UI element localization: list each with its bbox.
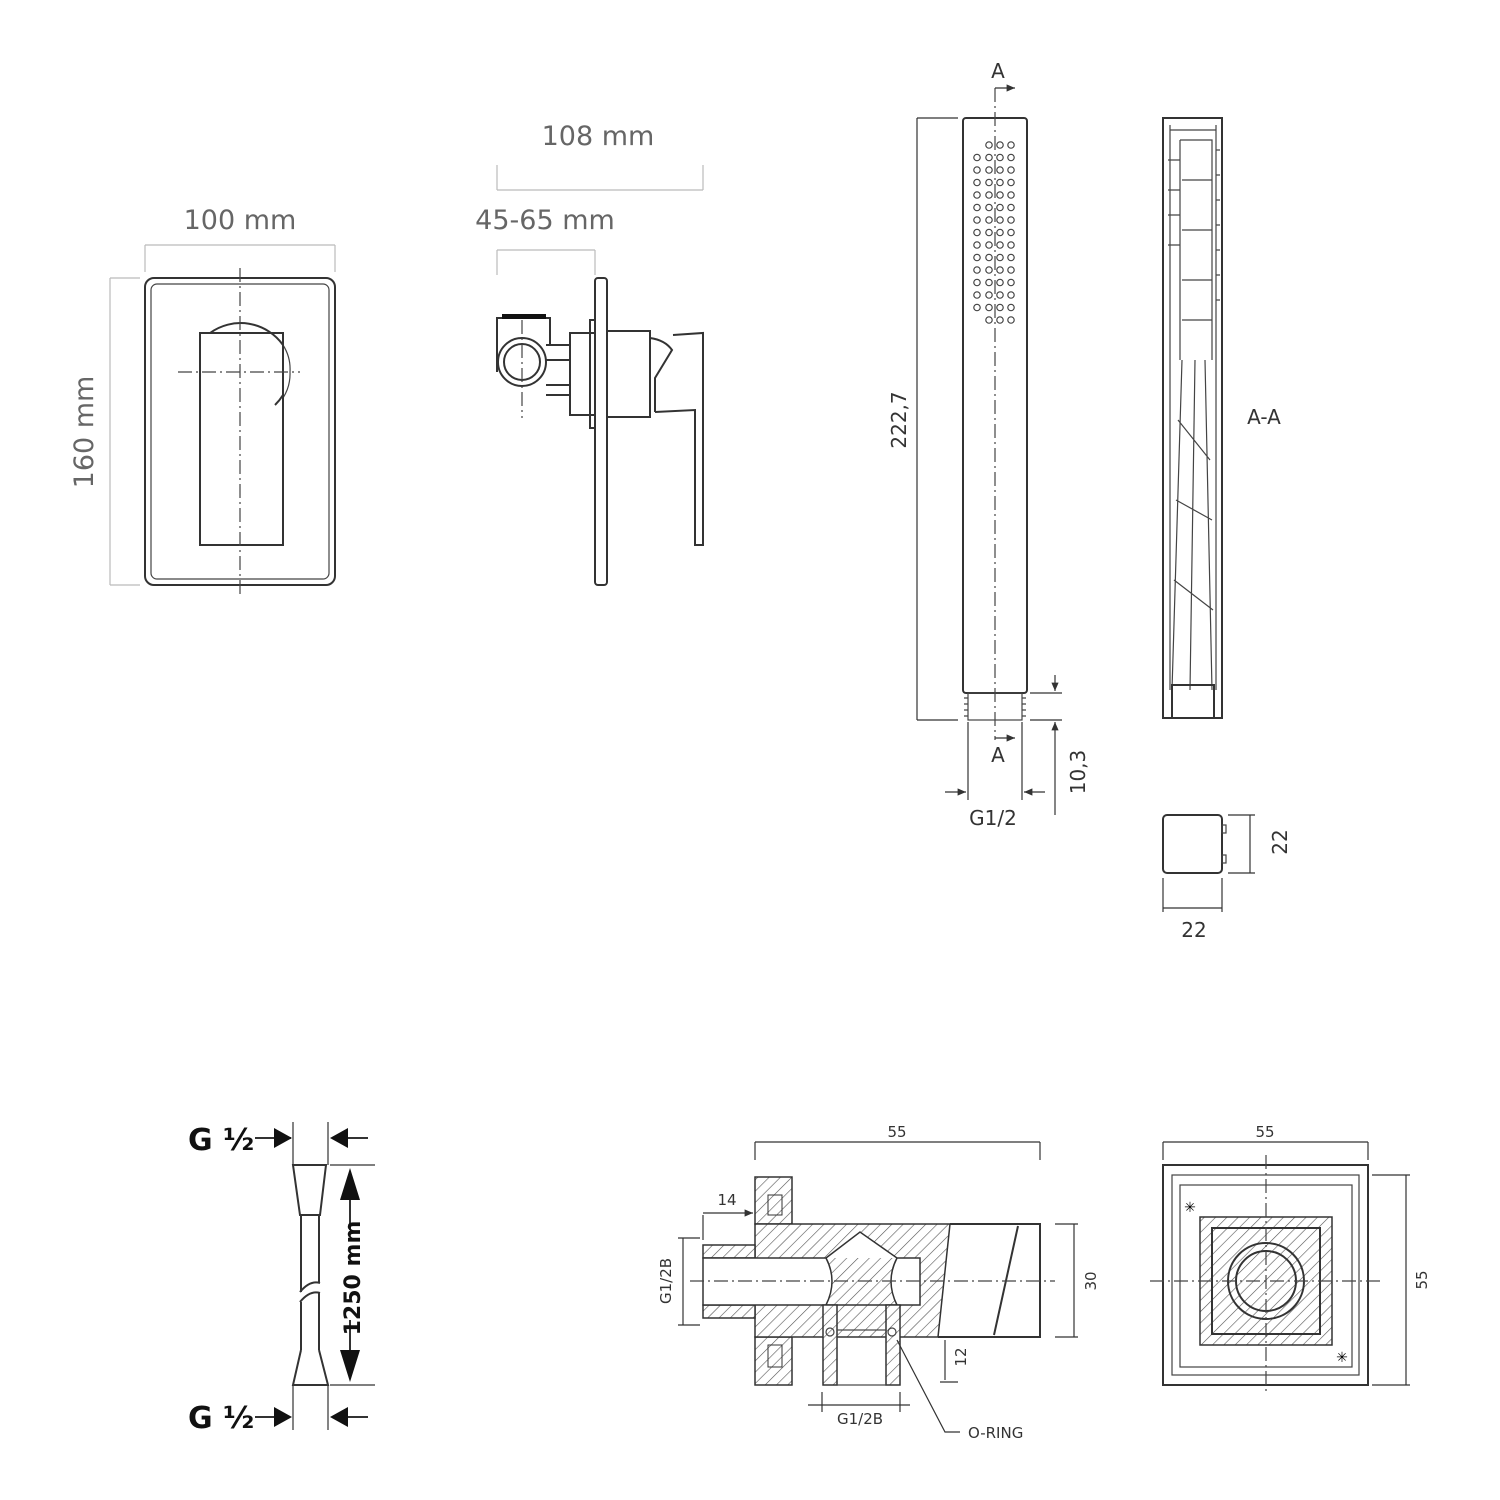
- nozzle-dot: [1007, 141, 1015, 149]
- nozzle-dot: [973, 278, 981, 287]
- nozzle-dot: [973, 203, 981, 212]
- nozzle-dot: [985, 166, 993, 174]
- nozzle-dot: [985, 316, 993, 324]
- nozzle-dot: [1007, 166, 1015, 174]
- nozzle-dot: [996, 216, 1004, 224]
- nozzle-dot: [973, 241, 981, 249]
- nozzle-dot: [985, 216, 993, 224]
- nozzle-dot: [996, 241, 1004, 249]
- hose-view: G ½ G ½ 1250 mm: [188, 1122, 375, 1436]
- nozzle-dot: [985, 178, 993, 187]
- shower-depth-label: 22: [1268, 829, 1292, 854]
- nozzle-dot: [996, 166, 1004, 174]
- nozzle-dot: [996, 141, 1004, 149]
- nozzle-dot: [996, 203, 1004, 212]
- wall-outlet-section: 55 14 G1/2B 30 12 G1/2B O-RING: [657, 1123, 1100, 1442]
- nozzle-dot: [996, 316, 1004, 324]
- nozzle-dot: [996, 228, 1004, 237]
- nozzle-dot: [985, 253, 993, 262]
- mixer-height-label: 160 mm: [69, 376, 100, 489]
- nozzle-dot: [973, 178, 981, 187]
- outlet-offset-12-label: 12: [952, 1347, 970, 1366]
- nozzle-dot: [985, 153, 993, 162]
- hand-shower-view: A A 222,7 10,3 G1/2: [887, 59, 1090, 830]
- nozzle-dot: [1007, 253, 1015, 262]
- nozzle-dot: [1007, 191, 1015, 199]
- nozzle-dot: [996, 178, 1004, 187]
- mixer-depth-label: 108 mm: [542, 121, 655, 152]
- nozzle-dot: [985, 191, 993, 199]
- outlet-height-label: 30: [1082, 1271, 1100, 1290]
- nozzle-dot: [973, 216, 981, 224]
- front-height-label: 55: [1413, 1270, 1431, 1289]
- nozzle-dot: [1007, 316, 1015, 324]
- nozzle-dot: [1007, 216, 1015, 224]
- nozzle-dot: [973, 303, 981, 312]
- mixer-wall-depth-label: 45-65 mm: [475, 205, 615, 236]
- hose-top-thread-label: G ½: [188, 1123, 254, 1158]
- nozzle-dot: [996, 266, 1004, 274]
- wall-outlet-front: 55 ✳ ✳ 55: [1150, 1123, 1431, 1395]
- nozzle-dot: [996, 253, 1004, 262]
- nozzle-dot: [985, 241, 993, 249]
- nozzle-dot: [985, 291, 993, 299]
- front-width-label: 55: [1255, 1123, 1274, 1141]
- screw-icon: ✳: [1184, 1199, 1196, 1215]
- section-mark-bottom: A: [991, 743, 1005, 767]
- thread-length-label: 10,3: [1066, 750, 1090, 795]
- mixer-width-label: 100 mm: [184, 205, 297, 236]
- nozzle-dot: [973, 166, 981, 174]
- nozzle-dot: [985, 203, 993, 212]
- shower-length-label: 222,7: [887, 391, 911, 448]
- thread-label: G1/2: [969, 806, 1017, 830]
- oring-label: O-RING: [968, 1424, 1023, 1442]
- nozzle-dot: [996, 191, 1004, 199]
- outlet-thread-label: G1/2B: [837, 1410, 883, 1428]
- mixer-front-view: 100 mm 160 mm: [69, 205, 336, 597]
- nozzle-dot: [973, 191, 981, 199]
- shower-width-label: 22: [1181, 918, 1206, 942]
- screw-icon: ✳: [1336, 1349, 1348, 1365]
- section-title: A-A: [1247, 405, 1281, 429]
- mixer-side-view: 108 mm 45-65 mm: [475, 121, 704, 586]
- nozzle-dot: [1007, 303, 1015, 312]
- nozzle-grid: [973, 141, 1015, 324]
- nozzle-dot: [973, 153, 981, 162]
- nozzle-dot: [1007, 228, 1015, 237]
- nozzle-dot: [1007, 291, 1015, 299]
- outlet-length-label: 55: [887, 1123, 906, 1141]
- nozzle-dot: [973, 291, 981, 299]
- nozzle-dot: [1007, 178, 1015, 187]
- nozzle-dot: [1007, 278, 1015, 287]
- nozzle-dot: [1007, 266, 1015, 274]
- nozzle-dot: [996, 291, 1004, 299]
- nozzle-dot: [996, 278, 1004, 287]
- inlet-thread-label: G1/2B: [657, 1258, 675, 1304]
- nozzle-dot: [985, 141, 993, 149]
- nozzle-dot: [1007, 241, 1015, 249]
- nozzle-dot: [985, 266, 993, 274]
- nozzle-dot: [1007, 203, 1015, 212]
- nozzle-dot: [985, 228, 993, 237]
- section-mark-top: A: [991, 59, 1005, 83]
- nozzle-dot: [973, 253, 981, 262]
- nozzle-dot: [973, 266, 981, 274]
- nozzle-dot: [996, 303, 1004, 312]
- nozzle-dot: [996, 153, 1004, 162]
- outlet-offset-label: 14: [717, 1191, 736, 1209]
- nozzle-dot: [985, 278, 993, 287]
- nozzle-dot: [973, 228, 981, 237]
- hand-shower-section: A-A 22 22: [1162, 117, 1292, 942]
- nozzle-dot: [985, 303, 993, 312]
- hose-length-label: 1250 mm: [341, 1221, 366, 1336]
- nozzle-dot: [1007, 153, 1015, 162]
- hose-bottom-thread-label: G ½: [188, 1401, 254, 1436]
- lever: [199, 332, 284, 546]
